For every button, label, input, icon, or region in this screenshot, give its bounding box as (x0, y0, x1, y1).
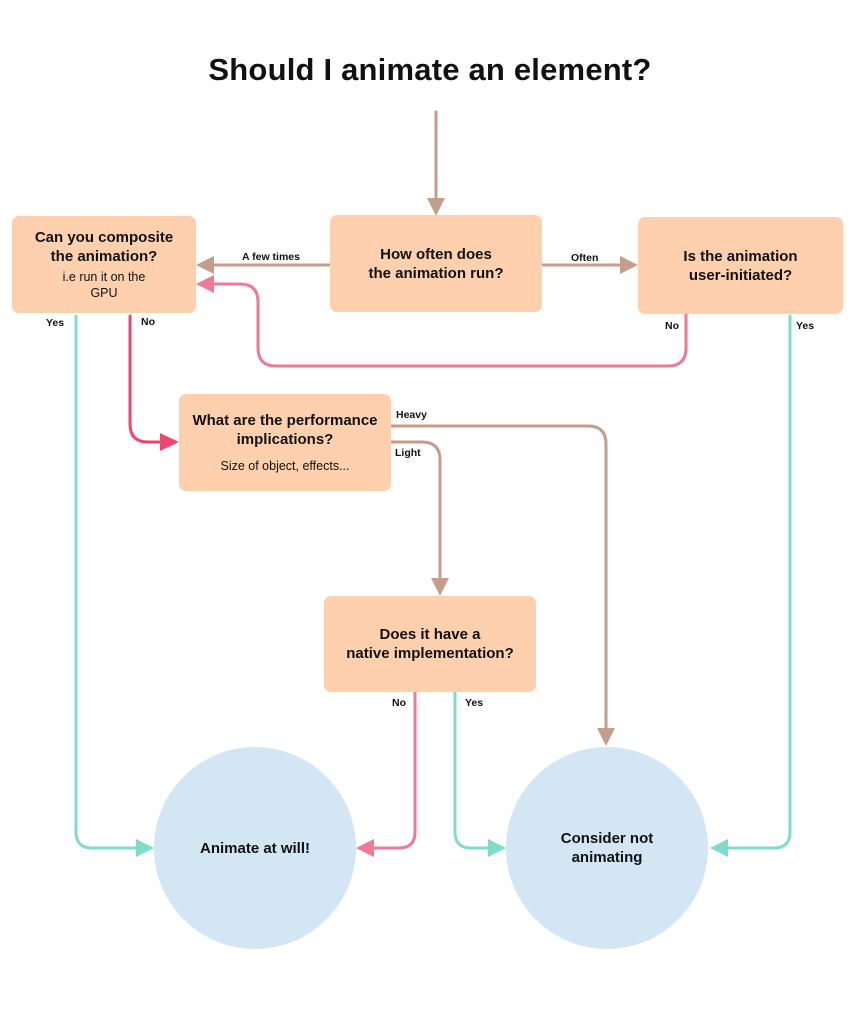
edge-light (389, 440, 442, 582)
edge-label-native-yes: Yes (465, 697, 484, 709)
arrowhead-native-no (356, 839, 374, 857)
diagram-title: Should I animate an element? (208, 52, 652, 87)
edge-user-no (210, 282, 688, 368)
edge-label-user-yes: Yes (796, 320, 815, 332)
arrowhead-heavy (597, 728, 615, 746)
arrowhead-often (620, 256, 638, 274)
arrowhead-a-few-times (196, 256, 214, 274)
node-how-often-title: How often does the animation run? (368, 245, 504, 282)
arrowhead-light (431, 578, 449, 596)
node-user-initiated: Is the animation user-initiated? (638, 217, 843, 314)
node-animate-at-will-label: Animate at will! (199, 839, 311, 857)
node-native-title: Does it have a native implementation? (346, 626, 514, 662)
node-composite: Can you composite the animation? i.e run… (12, 216, 196, 313)
edge-native-yes (453, 690, 492, 850)
arrowhead-composite-yes (136, 839, 154, 857)
node-how-often: How often does the animation run? (330, 215, 542, 312)
edge-label-native-no: No (392, 697, 406, 709)
edge-label-composite-yes: Yes (46, 317, 65, 329)
edge-user-yes (724, 314, 792, 850)
node-consider-not-animating-label: Consider not animating (560, 830, 654, 866)
edge-composite-yes (74, 314, 140, 850)
node-performance-title: What are the performance implications? (192, 412, 378, 448)
edge-label-user-no: No (665, 320, 679, 332)
edge-heavy (389, 424, 608, 732)
edge-native-no (370, 690, 417, 850)
edge-label-composite-no: No (141, 316, 155, 328)
node-composite-title: Can you composite the animation? (34, 229, 174, 265)
arrowhead-entry (427, 198, 445, 216)
node-consider-not-animating: Consider not animating (506, 747, 708, 949)
arrowhead-native-yes (488, 839, 506, 857)
edge-composite-no (128, 314, 164, 444)
node-native: Does it have a native implementation? (324, 596, 536, 692)
edge-label-heavy: Heavy (396, 409, 427, 421)
edge-label-often: Often (571, 252, 599, 264)
node-performance: What are the performance implications? S… (179, 394, 391, 491)
edge-label-light: Light (395, 447, 421, 459)
node-animate-at-will: Animate at will! (154, 747, 356, 949)
node-performance-subtitle: Size of object, effects... (220, 459, 350, 473)
node-user-initiated-title: Is the animation user-initiated? (683, 247, 798, 284)
arrowhead-user-yes (710, 839, 728, 857)
edge-label-a-few-times: A few times (242, 251, 300, 263)
node-composite-subtitle: i.e run it on the GPU (62, 270, 146, 300)
arrowhead-composite-no (160, 433, 179, 451)
arrowhead-user-no (196, 275, 214, 293)
